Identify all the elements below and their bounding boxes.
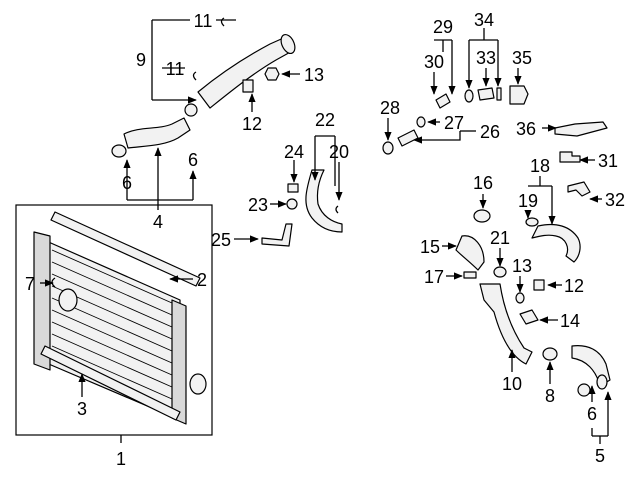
callout-25: 25 [211, 230, 231, 250]
callout-27: 27 [444, 113, 464, 133]
seal-34b [496, 87, 502, 101]
callout-6-lower: 6 [587, 404, 597, 424]
callout-7: 7 [25, 274, 35, 294]
grommet-24 [287, 183, 299, 193]
callout-8: 8 [545, 386, 555, 406]
callout-36: 36 [516, 119, 536, 139]
callout-23: 23 [248, 195, 268, 215]
upper-seal-strip [50, 211, 201, 287]
pipe-26 [397, 129, 419, 147]
callout-31: 31 [598, 151, 618, 171]
callout-26: 26 [480, 122, 500, 142]
seal-21 [493, 266, 507, 278]
seal-13 [515, 292, 525, 304]
callout-22: 22 [315, 110, 335, 130]
connector-33 [477, 87, 495, 101]
callout-32: 32 [605, 190, 625, 210]
callout-19: 19 [518, 191, 538, 211]
hose-18 [531, 223, 581, 263]
lower-right-parts [455, 209, 611, 397]
intercooler-right-tank [171, 299, 187, 425]
callout-35: 35 [512, 48, 532, 68]
clamp-6-right [184, 103, 198, 117]
nut-13 [264, 67, 280, 81]
callout-17: 17 [424, 267, 444, 287]
callout-6-right: 6 [188, 150, 198, 170]
fitting-12 [242, 79, 254, 93]
callout-20: 20 [329, 142, 349, 162]
callout-2: 2 [197, 270, 207, 290]
callout-24: 24 [284, 142, 304, 162]
pipe-20 [305, 169, 343, 233]
bracket-25 [261, 223, 293, 247]
clamp-6-left [111, 144, 127, 158]
callout-30: 30 [424, 52, 444, 72]
clamp-8 [542, 347, 558, 361]
callout-14: 14 [560, 311, 580, 331]
callout-3: 3 [77, 399, 87, 419]
clamp-16 [473, 209, 491, 223]
callout-9: 9 [136, 50, 146, 70]
callout-12-upper: 12 [242, 114, 262, 134]
clamp-17 [463, 271, 477, 279]
leader-lines [40, 19, 612, 444]
callout-15: 15 [420, 237, 440, 257]
hose-29 [435, 93, 451, 109]
seal-28 [382, 141, 394, 155]
callout-11-top: 11 [194, 11, 213, 31]
valve-35 [509, 85, 529, 105]
callout-18: 18 [530, 156, 550, 176]
bracket-32 [567, 181, 591, 197]
callout-16: 16 [473, 173, 493, 193]
upper-right-parts [382, 85, 608, 197]
clamp-11-a [192, 71, 197, 81]
hose-15 [455, 235, 485, 271]
intercooler-hose-left [123, 117, 191, 149]
intercooler-frame [15, 204, 213, 436]
charge-air-pipe [197, 35, 295, 109]
clamp-6-lower-a [577, 383, 591, 397]
callout-21: 21 [490, 228, 510, 248]
lower-seal-strip [40, 345, 181, 421]
cap-23 [286, 198, 298, 210]
bracket-36 [554, 121, 608, 137]
clamp-20 [335, 205, 339, 214]
intercooler-inlet-port [58, 288, 78, 312]
callout-13-upper: 13 [304, 65, 324, 85]
fitting-12-right [533, 279, 545, 291]
middle-pipes [261, 169, 343, 247]
intercooler-left-tank [33, 231, 51, 371]
callout-5: 5 [595, 446, 605, 466]
callout-11-mid: 11 [166, 59, 185, 79]
clamp-6-lower-b [596, 374, 608, 390]
seal-27 [416, 116, 426, 128]
callout-12-lower: 12 [564, 276, 584, 296]
callout-13-lower: 13 [512, 256, 532, 276]
seal-19 [525, 217, 539, 227]
sensor-14 [519, 309, 539, 325]
callout-34: 34 [474, 10, 494, 30]
callout-6-left: 6 [122, 173, 132, 193]
upper-left-hoses [111, 17, 296, 158]
callout-1: 1 [116, 449, 126, 469]
callout-28: 28 [380, 98, 400, 118]
callout-labels: 1 2 3 4 5 6 6 6 7 8 9 10 11 11 12 12 13 … [25, 10, 625, 469]
pipe-10 [479, 283, 533, 365]
callout-4: 4 [153, 212, 163, 232]
intercooler-group [15, 204, 213, 436]
seal-34a [464, 89, 474, 103]
clamp-11-b [220, 17, 225, 27]
callout-29: 29 [433, 17, 453, 37]
callout-10: 10 [502, 374, 522, 394]
callout-33: 33 [476, 48, 496, 68]
intercooler-outlet-port [189, 373, 207, 395]
bracket-31 [559, 151, 581, 163]
